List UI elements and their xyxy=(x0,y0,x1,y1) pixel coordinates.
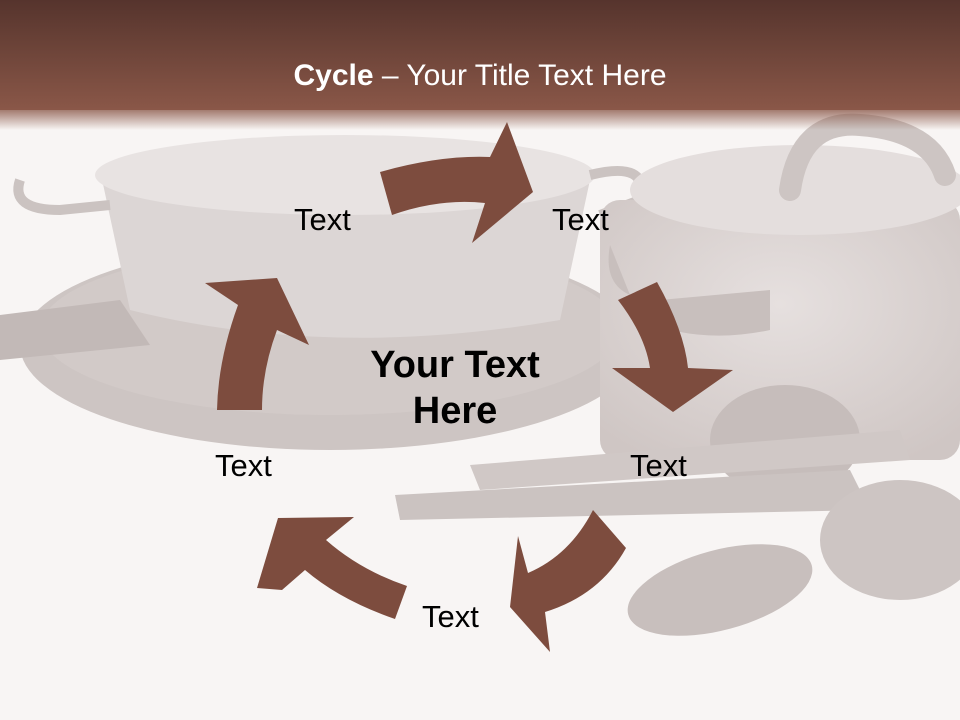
center-text-line-2: Here xyxy=(412,390,498,432)
center-text-line-1: Your Text xyxy=(370,344,540,386)
cycle-node-left: Text xyxy=(215,448,272,483)
cycle-arrow-5 xyxy=(205,278,309,410)
cycle-arrow-1 xyxy=(380,122,533,243)
center-text: Your Text Here xyxy=(330,342,580,434)
title-bold: Cycle xyxy=(293,59,374,92)
cycle-node-top-right: Text xyxy=(552,202,609,237)
title-bar xyxy=(0,0,960,110)
title-text: Your Title Text Here xyxy=(406,59,667,92)
title-separator: – xyxy=(373,59,407,92)
cycle-arrow-4 xyxy=(257,517,407,619)
cycle-node-right: Text xyxy=(630,448,687,483)
cycle-node-bottom: Text xyxy=(422,599,479,634)
slide-title: Cycle – Your Title Text Here xyxy=(0,56,960,96)
cycle-node-top-left: Text xyxy=(294,202,351,237)
title-bar-fade xyxy=(0,108,960,130)
cycle-arrow-3 xyxy=(510,510,626,652)
cycle-arrow-2 xyxy=(612,282,733,412)
